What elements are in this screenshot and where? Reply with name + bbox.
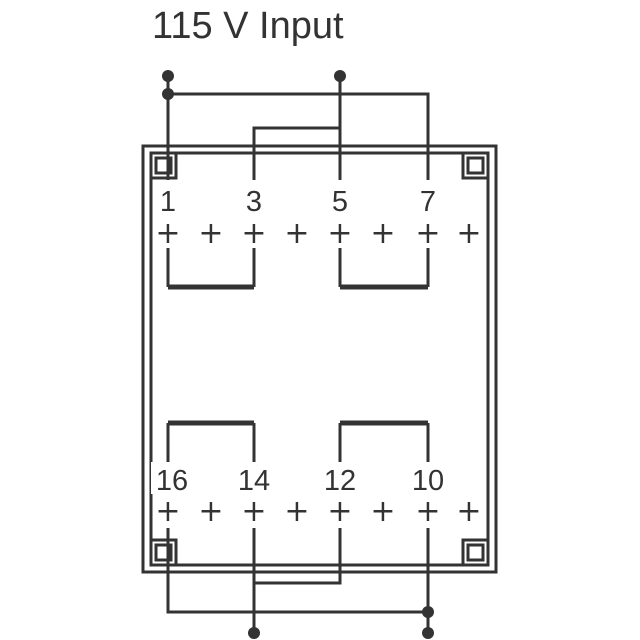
winding-16-14: [166, 420, 256, 462]
pin-marker: +: [456, 216, 481, 251]
pin-marker: +: [456, 494, 481, 529]
pin-marker: +: [241, 494, 266, 529]
output-terminal-right: [422, 627, 434, 639]
bottom-wiring: [166, 528, 434, 639]
pin-marker: +: [198, 494, 223, 529]
corner-mount-bottom-right: [461, 538, 490, 567]
pin-label-10: 10: [412, 465, 444, 497]
bottom-pin-row: 16 14 12 10 + + + + + + + +: [151, 462, 482, 529]
pin-label-1: 1: [160, 186, 176, 218]
pin-label-14: 14: [238, 465, 270, 497]
pin-marker: +: [327, 216, 352, 251]
pin-label-12: 12: [324, 465, 356, 497]
pin-marker: +: [415, 216, 440, 251]
corner-mount-bottom-left: [149, 538, 178, 567]
package-outline-outer: [141, 144, 498, 574]
pin-label-16: 16: [156, 465, 188, 497]
output-terminal-left: [248, 627, 260, 639]
pin-label-7: 7: [420, 186, 436, 218]
pin-marker: +: [370, 494, 395, 529]
junction-dot-bottom: [422, 606, 434, 618]
top-wiring: [162, 70, 430, 180]
corner-mount-top-left: [149, 151, 178, 180]
pin-marker: +: [241, 216, 266, 251]
pin-marker: +: [327, 494, 352, 529]
diagram-title: 115 V Input: [152, 5, 344, 47]
winding-1-3: [166, 248, 256, 290]
package-outline-inner: [149, 151, 490, 567]
pin-marker: +: [155, 216, 180, 251]
pin-label-3: 3: [246, 186, 262, 218]
corner-mount-top-right: [461, 151, 490, 180]
winding-5-7: [338, 248, 430, 290]
winding-12-10: [338, 420, 430, 462]
pin-marker: +: [284, 216, 309, 251]
pin-marker: +: [284, 494, 309, 529]
pin-marker: +: [415, 494, 440, 529]
pin-marker: +: [198, 216, 223, 251]
top-pin-row: 1 3 5 7 + + + + + + + +: [155, 185, 482, 251]
pin-marker: +: [155, 494, 180, 529]
pin-label-5: 5: [332, 186, 348, 218]
pin-marker: +: [370, 216, 395, 251]
